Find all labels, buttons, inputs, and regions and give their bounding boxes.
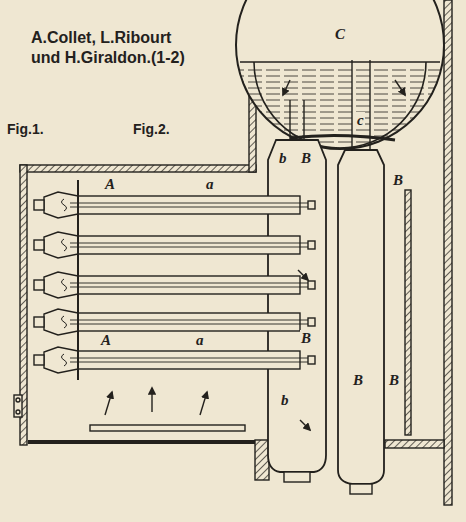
part-letter: B bbox=[392, 172, 404, 189]
floor-wall bbox=[385, 440, 444, 448]
baffle-wall bbox=[405, 190, 411, 435]
part-letter: a bbox=[205, 176, 215, 193]
water-tube bbox=[34, 347, 315, 373]
figure-label: Fig.1. bbox=[6, 122, 45, 137]
part-letter: b bbox=[280, 392, 290, 409]
part-letter: A bbox=[100, 332, 112, 349]
part-letter: A bbox=[104, 176, 116, 193]
water-tube bbox=[34, 272, 315, 298]
downcomer-tube bbox=[338, 150, 384, 484]
part-letter: C bbox=[334, 26, 346, 43]
part-letter: b bbox=[278, 150, 288, 167]
water-tube bbox=[34, 192, 315, 218]
header bbox=[268, 140, 326, 472]
figure-label: Fig.2. bbox=[132, 122, 171, 137]
water-tube bbox=[34, 309, 315, 335]
patent-title: A.Collet, L.Ribourt und H.Giraldon.(1-2) bbox=[30, 28, 204, 68]
casing-wall bbox=[444, 0, 452, 505]
water-tube bbox=[34, 232, 315, 258]
floor-wall bbox=[255, 440, 269, 480]
casing-wall bbox=[20, 165, 256, 172]
steam-drum bbox=[236, 0, 444, 149]
inner-shell bbox=[254, 62, 426, 148]
part-letter: a bbox=[195, 332, 205, 349]
part-letter: B bbox=[388, 372, 400, 389]
part-letter: B bbox=[300, 150, 312, 167]
part-letter: B bbox=[352, 372, 364, 389]
part-letter: c bbox=[356, 112, 365, 129]
part-letter: B bbox=[300, 330, 312, 347]
